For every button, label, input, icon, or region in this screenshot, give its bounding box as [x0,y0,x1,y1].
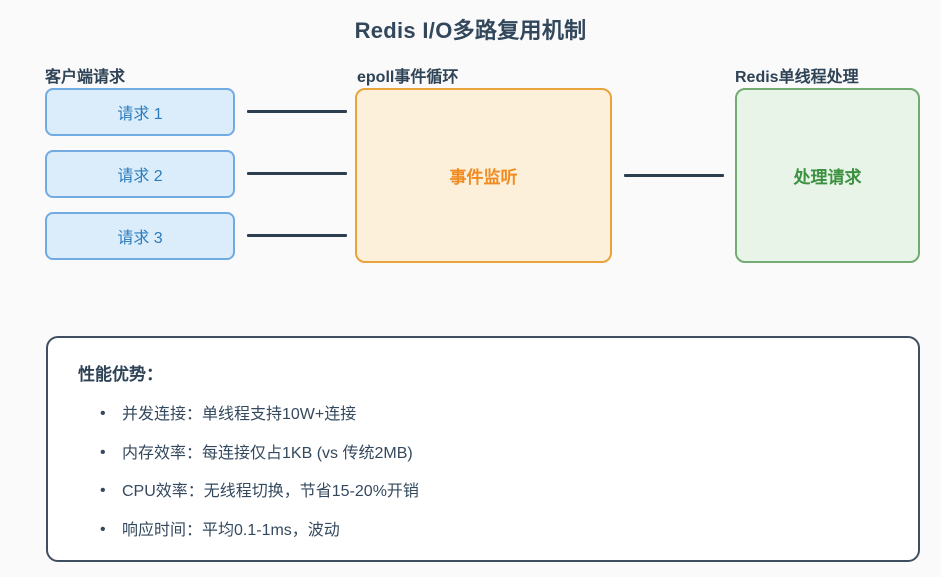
advantages-heading: 性能优势： [78,365,163,384]
list-item[interactable]: 请求 3 [45,212,235,260]
epoll-event-loop-box[interactable]: 事件监听 [355,88,612,263]
list-item: 并发连接：单线程支持10W+连接 [100,405,888,424]
epoll-box-label: 事件监听 [449,168,518,187]
client-request-list: 请求 1 请求 2 请求 3 [45,88,235,260]
list-item[interactable]: 请求 1 [45,88,235,136]
connector-line-request-3 [247,234,347,237]
advantages-list: 并发连接：单线程支持10W+连接 内存效率：每连接仅占1KB (vs 传统2MB… [78,405,888,540]
list-item: 响应时间：平均0.1-1ms，波动 [100,521,888,540]
list-item: CPU效率：无线程切换，节省15-20%开销 [100,482,888,501]
epoll-column-title: epoll事件循环 [357,69,459,86]
client-column-title: 客户端请求 [45,69,126,86]
redis-single-thread-box[interactable]: 处理请求 [735,88,920,263]
connector-line-epoll-to-redis [624,174,724,177]
list-item[interactable]: 请求 2 [45,150,235,198]
redis-column-title: Redis单线程处理 [735,69,859,86]
redis-box-label: 处理请求 [793,168,862,187]
architecture-diagram: 客户端请求 请求 1 请求 2 请求 3 epoll事件循环 事件监听 Redi… [45,69,920,263]
list-item: 内存效率：每连接仅占1KB (vs 传统2MB) [100,444,888,463]
page-title: Redis I/O多路复用机制 [354,18,587,43]
connector-line-request-1 [247,110,347,113]
performance-advantages-panel: 性能优势： 并发连接：单线程支持10W+连接 内存效率：每连接仅占1KB (vs… [46,336,920,562]
connector-line-request-2 [247,172,347,175]
